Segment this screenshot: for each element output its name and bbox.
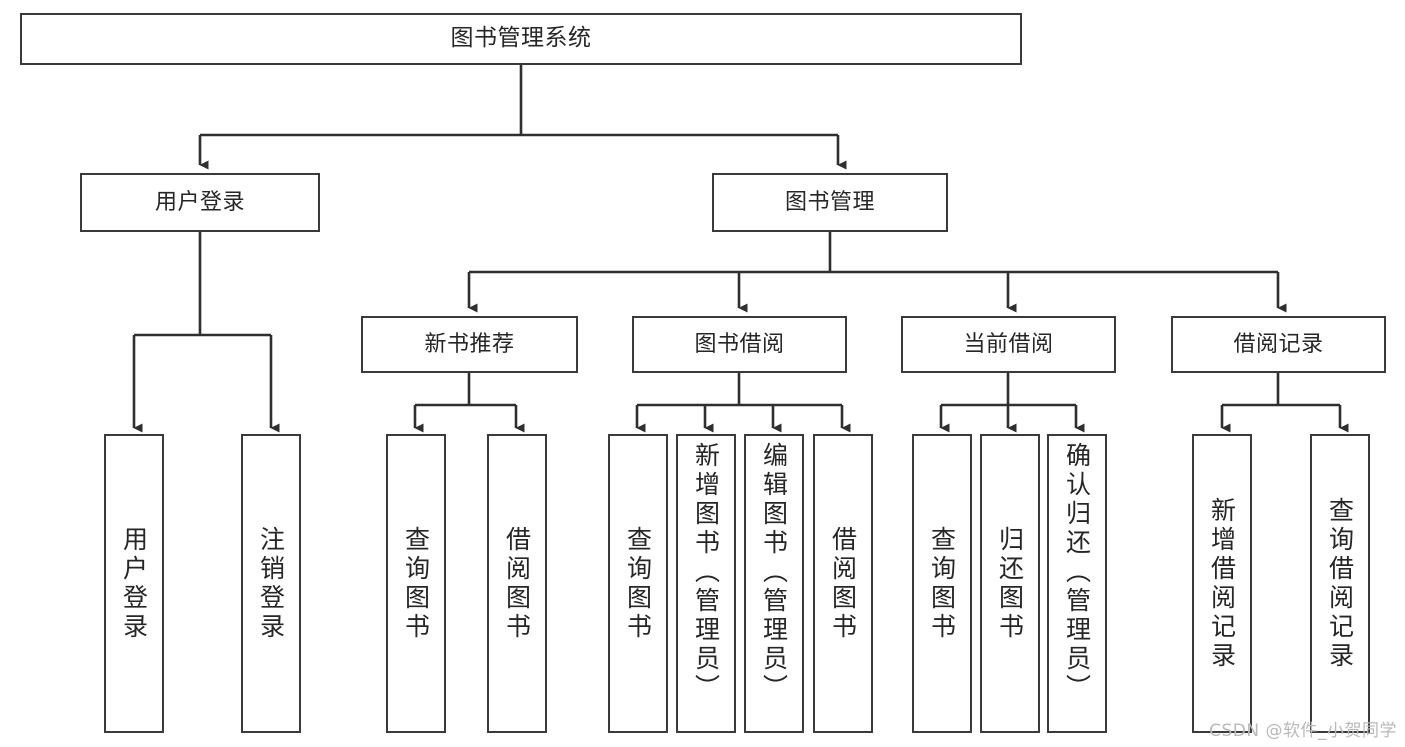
leaf-query-book-borrow[interactable]: 查询图书: [608, 434, 668, 733]
node-user-login[interactable]: 用户登录: [80, 173, 320, 232]
node-label: 编辑图书（管理员）: [759, 442, 789, 703]
node-new-book-recommend[interactable]: 新书推荐: [361, 316, 578, 373]
leaf-borrow-book-recommend[interactable]: 借阅图书: [487, 434, 547, 733]
node-label: 用户登录: [119, 525, 149, 642]
node-current-borrow[interactable]: 当前借阅: [901, 316, 1116, 373]
node-label: 注销登录: [256, 525, 286, 642]
leaf-add-borrow-record[interactable]: 新增借阅记录: [1192, 434, 1252, 733]
leaf-add-book[interactable]: 新增图书（管理员）: [676, 434, 736, 733]
watermark: CSDN @软件_小贺同学: [1209, 721, 1397, 741]
leaf-user-login[interactable]: 用户登录: [104, 434, 164, 733]
node-borrow-record[interactable]: 借阅记录: [1171, 316, 1386, 373]
node-label: 图书借阅: [694, 331, 785, 357]
node-label: 用户登录: [154, 189, 245, 215]
node-label: 查询图书: [927, 525, 957, 642]
leaf-query-book-current[interactable]: 查询图书: [912, 434, 972, 733]
node-label: 借阅图书: [502, 525, 532, 642]
leaf-return-book[interactable]: 归还图书: [980, 434, 1040, 733]
node-label: 新增借阅记录: [1207, 496, 1237, 671]
node-label: 图书管理系统: [450, 25, 592, 52]
node-label: 查询借阅记录: [1325, 496, 1355, 671]
leaf-logout-login[interactable]: 注销登录: [241, 434, 301, 733]
node-label: 查询图书: [623, 525, 653, 642]
node-label: 新书推荐: [424, 331, 515, 357]
node-label: 图书管理: [784, 189, 875, 215]
node-label: 确认归还（管理员）: [1062, 442, 1092, 703]
leaf-query-borrow-record[interactable]: 查询借阅记录: [1310, 434, 1370, 733]
node-label: 归还图书: [995, 525, 1025, 642]
node-book-borrow[interactable]: 图书借阅: [632, 316, 847, 373]
leaf-query-book-recommend[interactable]: 查询图书: [386, 434, 446, 733]
node-book-management[interactable]: 图书管理: [712, 173, 948, 232]
node-label: 查询图书: [401, 525, 431, 642]
leaf-borrow-book[interactable]: 借阅图书: [813, 434, 873, 733]
leaf-confirm-return[interactable]: 确认归还（管理员）: [1047, 434, 1107, 733]
node-label: 新增图书（管理员）: [691, 442, 721, 703]
leaf-edit-book[interactable]: 编辑图书（管理员）: [744, 434, 804, 733]
node-label: 借阅记录: [1233, 331, 1324, 357]
node-label: 借阅图书: [828, 525, 858, 642]
node-root-book-management-system[interactable]: 图书管理系统: [20, 13, 1022, 65]
node-label: 当前借阅: [963, 331, 1054, 357]
